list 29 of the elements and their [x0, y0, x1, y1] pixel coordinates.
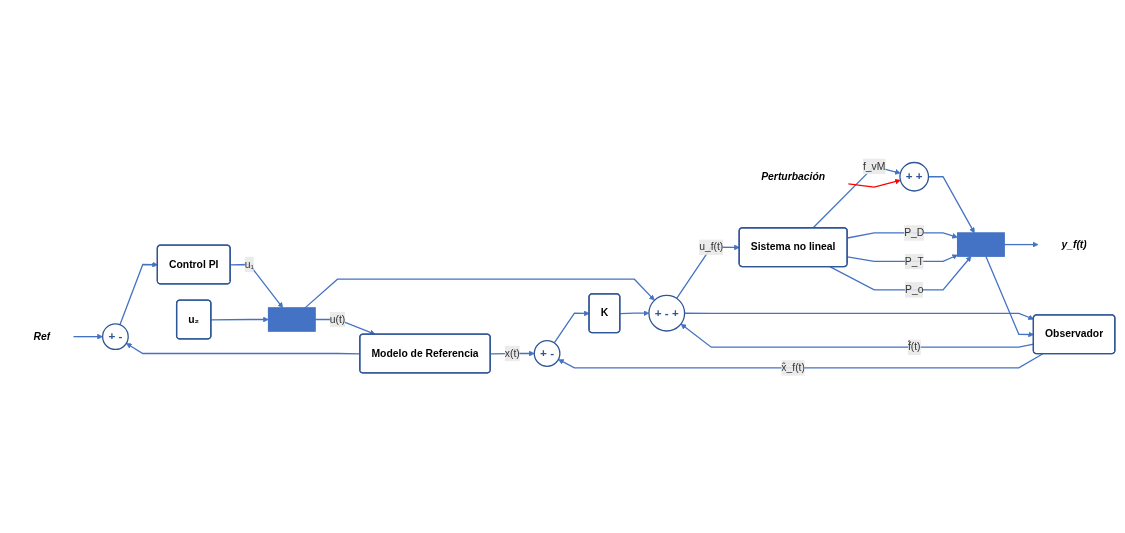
node-circle: + -: [533, 340, 561, 367]
edge-label: f̂(t): [907, 341, 921, 353]
edge-label: x̂_f(t): [781, 362, 805, 374]
arrow: [119, 261, 158, 326]
edge-label: f_vM: [862, 160, 886, 172]
arrow: [558, 353, 1044, 369]
arrow: [553, 310, 590, 344]
edge-label: P_T: [904, 255, 924, 267]
arrow: [210, 316, 269, 323]
edge-label: x(t): [504, 347, 520, 359]
node-bar: [267, 307, 316, 332]
node-bar: [956, 232, 1005, 257]
edge-label: u(t): [329, 313, 346, 325]
node-text: y_f(t): [1061, 238, 1087, 250]
edge-label: u_f(t): [699, 241, 724, 253]
arrow: [304, 278, 655, 309]
arrow: [847, 178, 901, 188]
edge-label: P_o: [905, 284, 924, 296]
arrow: [985, 255, 1034, 338]
node-circle: + +: [899, 161, 930, 192]
arrow: [829, 255, 972, 291]
edge-label: u₁: [244, 258, 254, 270]
node-text: Perturbación: [761, 170, 826, 182]
node-circle: + -: [101, 323, 129, 351]
arrow: [619, 310, 650, 317]
node-circle: + - +: [648, 294, 686, 332]
edge-label: P_D: [904, 227, 925, 239]
node-text: Ref: [33, 330, 51, 342]
arrow: [72, 333, 103, 340]
